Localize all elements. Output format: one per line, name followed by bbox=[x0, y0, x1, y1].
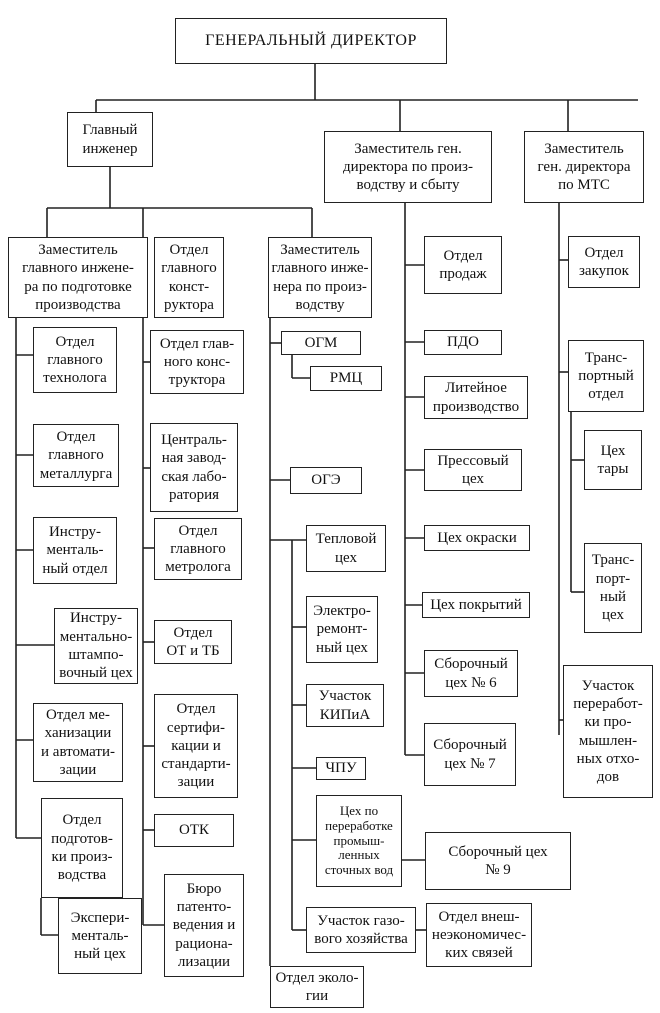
electro-repair-shop: Электро- ремонт- ный цех bbox=[306, 596, 378, 663]
chpu-box: ЧПУ bbox=[316, 757, 366, 780]
deputy-mts-box: Заместитель ген. директора по МТС bbox=[524, 131, 644, 203]
ecology-dept: Отдел эколо- гии bbox=[270, 966, 364, 1008]
foreign-economic-dept: Отдел внеш- неэкономичес- ких связей bbox=[426, 903, 532, 967]
rmc-box: РМЦ bbox=[310, 366, 382, 391]
transport-dept: Транс- портный отдел bbox=[568, 340, 644, 412]
central-lab: Централь- ная завод- ская лабо- ратория bbox=[150, 423, 238, 512]
sales-dept: Отдел продаж bbox=[424, 236, 502, 294]
ogm-box: ОГМ bbox=[281, 331, 361, 355]
industrial-waste-section: Участок переработ- ки про- мышлен- ных о… bbox=[563, 665, 653, 798]
assembly-shop-7: Сборочный цех № 7 bbox=[424, 723, 516, 786]
heat-shop: Тепловой цех bbox=[306, 525, 386, 572]
painting-shop: Цех окраски bbox=[424, 525, 530, 551]
ceo-box: ГЕНЕРАЛЬНЫЙ ДИРЕКТОР bbox=[175, 18, 447, 64]
chief-technologist-dept: Отдел главного технолога bbox=[33, 327, 117, 393]
ot-tb-dept: Отдел ОТ и ТБ bbox=[154, 620, 232, 664]
coating-shop: Цех покрытий bbox=[422, 592, 530, 618]
deputy-production-box: Заместитель главного инже- нера по произ… bbox=[268, 237, 372, 318]
wastewater-shop: Цех по переработке промыш- ленных сточны… bbox=[316, 795, 402, 887]
assembly-shop-9: Сборочный цех № 9 bbox=[425, 832, 571, 890]
foundry: Литейное производство bbox=[424, 376, 528, 419]
assembly-shop-6: Сборочный цех № 6 bbox=[424, 650, 518, 697]
chief-engineer-box: Главный инженер bbox=[67, 112, 153, 167]
chief-designer-dept-box: Отдел главного конст- руктора bbox=[154, 237, 224, 318]
chief-metallurgist-dept: Отдел главного металлурга bbox=[33, 424, 119, 487]
experimental-shop: Экспери- менталь- ный цех bbox=[58, 898, 142, 974]
deputy-production-sales-box: Заместитель ген. директора по произ- вод… bbox=[324, 131, 492, 203]
patent-bureau: Бюро патенто- ведения и рациона- лизации bbox=[164, 874, 244, 977]
tool-stamping-shop: Инстру- ментально- штампо- вочный цех bbox=[54, 608, 138, 684]
tool-dept: Инстру- менталь- ный отдел bbox=[33, 517, 117, 584]
deputy-prep-box: Заместитель главного инжене- ра по подго… bbox=[8, 237, 148, 318]
certification-dept: Отдел сертифи- кации и стандарти- зации bbox=[154, 694, 238, 798]
kip-section: Участок КИПиА bbox=[306, 684, 384, 727]
transport-shop: Транс- порт- ный цех bbox=[584, 543, 642, 633]
chief-metrologist-dept: Отдел главного метролога bbox=[154, 518, 242, 580]
press-shop: Прессовый цех bbox=[424, 449, 522, 491]
container-shop: Цех тары bbox=[584, 430, 642, 490]
production-prep-dept: Отдел подготов- ки произ- водства bbox=[41, 798, 123, 898]
pdo-box: ПДО bbox=[424, 330, 502, 355]
oge-box: ОГЭ bbox=[290, 467, 362, 494]
otk-dept: ОТК bbox=[154, 814, 234, 847]
procurement-dept: Отдел закупок bbox=[568, 236, 640, 288]
chief-designer-dept-2: Отдел глав- ного конс- труктора bbox=[150, 330, 244, 394]
mechanization-dept: Отдел ме- ханизации и автомати- зации bbox=[33, 703, 123, 782]
gas-section: Участок газо- вого хозяйства bbox=[306, 907, 416, 953]
